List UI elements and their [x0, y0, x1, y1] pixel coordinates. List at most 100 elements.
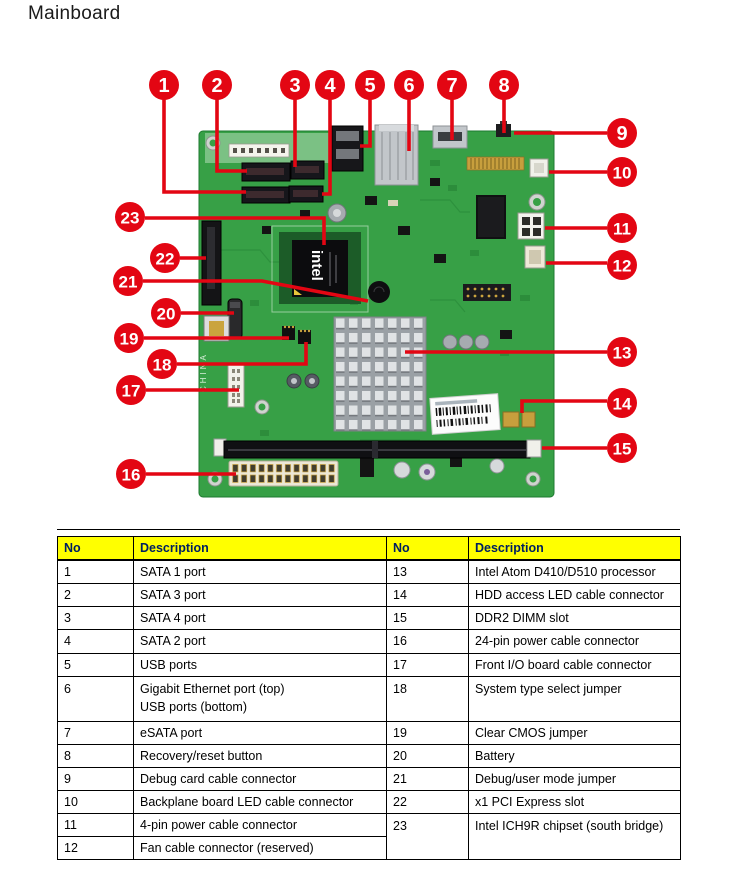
cell-no-10: 10: [57, 789, 134, 815]
callout-circle-13: [607, 337, 637, 367]
cell-desc-9: Debug card cable connector: [133, 766, 387, 792]
cell-desc-17: Front I/O board cable connector: [468, 652, 681, 677]
battery: [227, 298, 243, 340]
callout-6: 6: [394, 70, 424, 151]
cell-no-12: 12: [57, 836, 134, 861]
cell-desc-5: USB ports: [133, 652, 387, 677]
cell-no-9: 9: [57, 766, 134, 792]
chipset-label: intel: [308, 250, 325, 281]
24pin-power-connector: [228, 460, 339, 487]
cell-no-15: 15: [386, 606, 469, 631]
cell-no-23: 23: [386, 813, 469, 861]
cell-no-7: 7: [57, 720, 134, 745]
cell-no-21: 21: [386, 766, 469, 792]
cell-no-13: 13: [386, 559, 469, 585]
leader-line-2: [215, 99, 247, 173]
cell-desc-15: DDR2 DIMM slot: [468, 606, 681, 631]
callout-circle-3: [280, 70, 310, 100]
front-io-connector: [227, 364, 245, 408]
cell-no-4: 4: [57, 629, 134, 654]
callout-4: 4: [315, 70, 345, 196]
callout-circle-22: [150, 243, 180, 273]
callout-19: 19: [114, 323, 289, 353]
cell-desc-18: System type select jumper: [468, 675, 681, 722]
cell-no-2: 2: [57, 583, 134, 608]
callout-number-22: 22: [156, 250, 175, 269]
cell-no-6: 6: [57, 675, 134, 722]
cell-desc-14: HDD access LED cable connector: [468, 583, 681, 608]
callout-number-13: 13: [613, 344, 632, 363]
callout-18: 18: [147, 342, 308, 379]
callout-number-16: 16: [122, 466, 141, 485]
column-header-no-left: No: [57, 536, 134, 561]
callout-number-6: 6: [403, 75, 414, 97]
cell-desc-7: eSATA port: [133, 720, 387, 745]
callout-number-17: 17: [122, 382, 141, 401]
callout-circle-19: [114, 323, 144, 353]
callout-15: 15: [542, 433, 637, 463]
callout-9: 9: [514, 118, 637, 148]
callout-circle-12: [607, 250, 637, 280]
capacitor: [286, 203, 505, 481]
callout-21: 21: [113, 266, 369, 303]
cell-desc-10: Backplane board LED cable connector: [133, 789, 387, 815]
page-title: Mainboard: [28, 3, 121, 24]
backplane-led-connector: [529, 158, 549, 178]
cell-no-5: 5: [57, 652, 134, 677]
callout-number-18: 18: [153, 356, 172, 375]
callout-number-11: 11: [613, 220, 631, 239]
cell-desc-12: Fan cable connector (reserved): [133, 836, 387, 861]
callout-3: 3: [280, 70, 310, 167]
hdd-led-connector: [502, 411, 536, 428]
callout-number-23: 23: [121, 209, 140, 228]
front-panel-header: [228, 143, 290, 158]
callout-number-15: 15: [613, 440, 632, 459]
callout-circle-18: [147, 349, 177, 379]
callout-circle-2: [202, 70, 232, 100]
callout-14: 14: [520, 388, 637, 418]
cell-no-22: 22: [386, 789, 469, 815]
callout-number-14: 14: [613, 395, 632, 414]
callout-circle-1: [149, 70, 179, 100]
cell-desc-16: 24-pin power cable connector: [468, 629, 681, 654]
fan-connector: [524, 245, 546, 269]
callout-7: 7: [437, 70, 467, 140]
callout-circle-8: [489, 70, 519, 100]
cell-desc-23: Intel ICH9R chipset (south bridge): [468, 813, 681, 861]
leader-line-21: [143, 279, 369, 303]
callout-number-8: 8: [498, 75, 509, 97]
ethernet-port: [374, 124, 419, 186]
callout-number-12: 12: [613, 257, 632, 276]
callout-circle-21: [113, 266, 143, 296]
mainboard-figure: CHINA: [113, 70, 637, 498]
sata-ports: [241, 160, 325, 204]
cell-desc-19: Clear CMOS jumper: [468, 720, 681, 745]
callout-17: 17: [116, 375, 239, 405]
pcie-x1-slot: [201, 220, 222, 306]
silkscreen-china: CHINA: [199, 352, 208, 392]
callout-circle-16: [116, 459, 146, 489]
leader-line-1: [162, 99, 246, 194]
cell-no-8: 8: [57, 743, 134, 768]
cell-desc-21: Debug/user mode jumper: [468, 766, 681, 792]
esata-port: [432, 125, 468, 149]
callout-23: 23: [115, 202, 326, 245]
callout-circle-5: [355, 70, 385, 100]
callout-16: 16: [116, 459, 236, 489]
callout-12: 12: [546, 250, 637, 280]
serial-label-sticker: [429, 393, 501, 435]
cell-no-18: 18: [386, 675, 469, 722]
leader-line-5: [360, 99, 372, 148]
4pin-power-connector: [517, 212, 545, 240]
callout-circle-9: [607, 118, 637, 148]
callout-20: 20: [151, 298, 234, 328]
callout-13: 13: [405, 337, 637, 367]
leader-line-18: [177, 342, 308, 366]
callout-number-21: 21: [119, 273, 138, 292]
leader-line-4: [322, 99, 332, 196]
